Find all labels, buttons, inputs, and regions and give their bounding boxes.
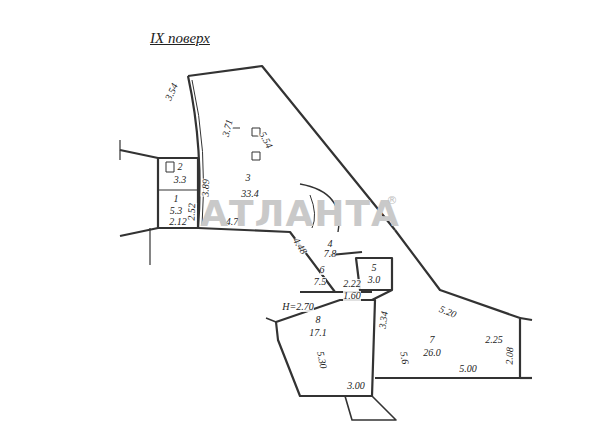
dimension: 3.89 (201, 179, 212, 197)
dimension: 5.20 (438, 304, 458, 320)
room-area: 5.3 (170, 206, 183, 216)
room-area: 17.1 (309, 328, 327, 338)
dimension: 2.22 (343, 279, 361, 289)
room-number: 8 (316, 315, 321, 325)
dimension: 5.00 (459, 364, 477, 374)
room-number: 6 (320, 265, 325, 275)
room-number: 1 (174, 194, 179, 204)
room-number: 7 (430, 335, 435, 345)
dimension: 3.00 (347, 381, 365, 391)
room-number: 3 (246, 173, 251, 183)
room-area: 26.0 (423, 348, 441, 358)
room-number: 2 (178, 162, 183, 172)
dimension: 3.34 (378, 311, 390, 330)
dimension: 2.52 (187, 203, 198, 221)
registered-mark: ® (387, 195, 398, 206)
dimension: 2.08 (505, 347, 516, 365)
dimension: 2.25 (485, 335, 503, 345)
floor-title: IX поверх (150, 30, 210, 47)
watermark: АТЛАНТА (200, 196, 400, 232)
dimension: 2.12 (169, 217, 187, 227)
room-number: 4 (328, 239, 333, 249)
room-area: 7.8 (324, 249, 337, 259)
ceiling-height: H=2.70 (282, 302, 313, 312)
dimension: 3.54 (164, 82, 180, 102)
room-area: 3.0 (368, 275, 381, 285)
dimension: 5.6 (398, 351, 410, 365)
room-number: 5 (372, 263, 377, 273)
dimension: 5.54 (257, 130, 274, 150)
room-area: 7.5 (314, 277, 327, 287)
room-area: 3.3 (174, 175, 187, 185)
dimension: 5.30 (315, 350, 328, 369)
dimension: 1.60 (343, 291, 361, 301)
